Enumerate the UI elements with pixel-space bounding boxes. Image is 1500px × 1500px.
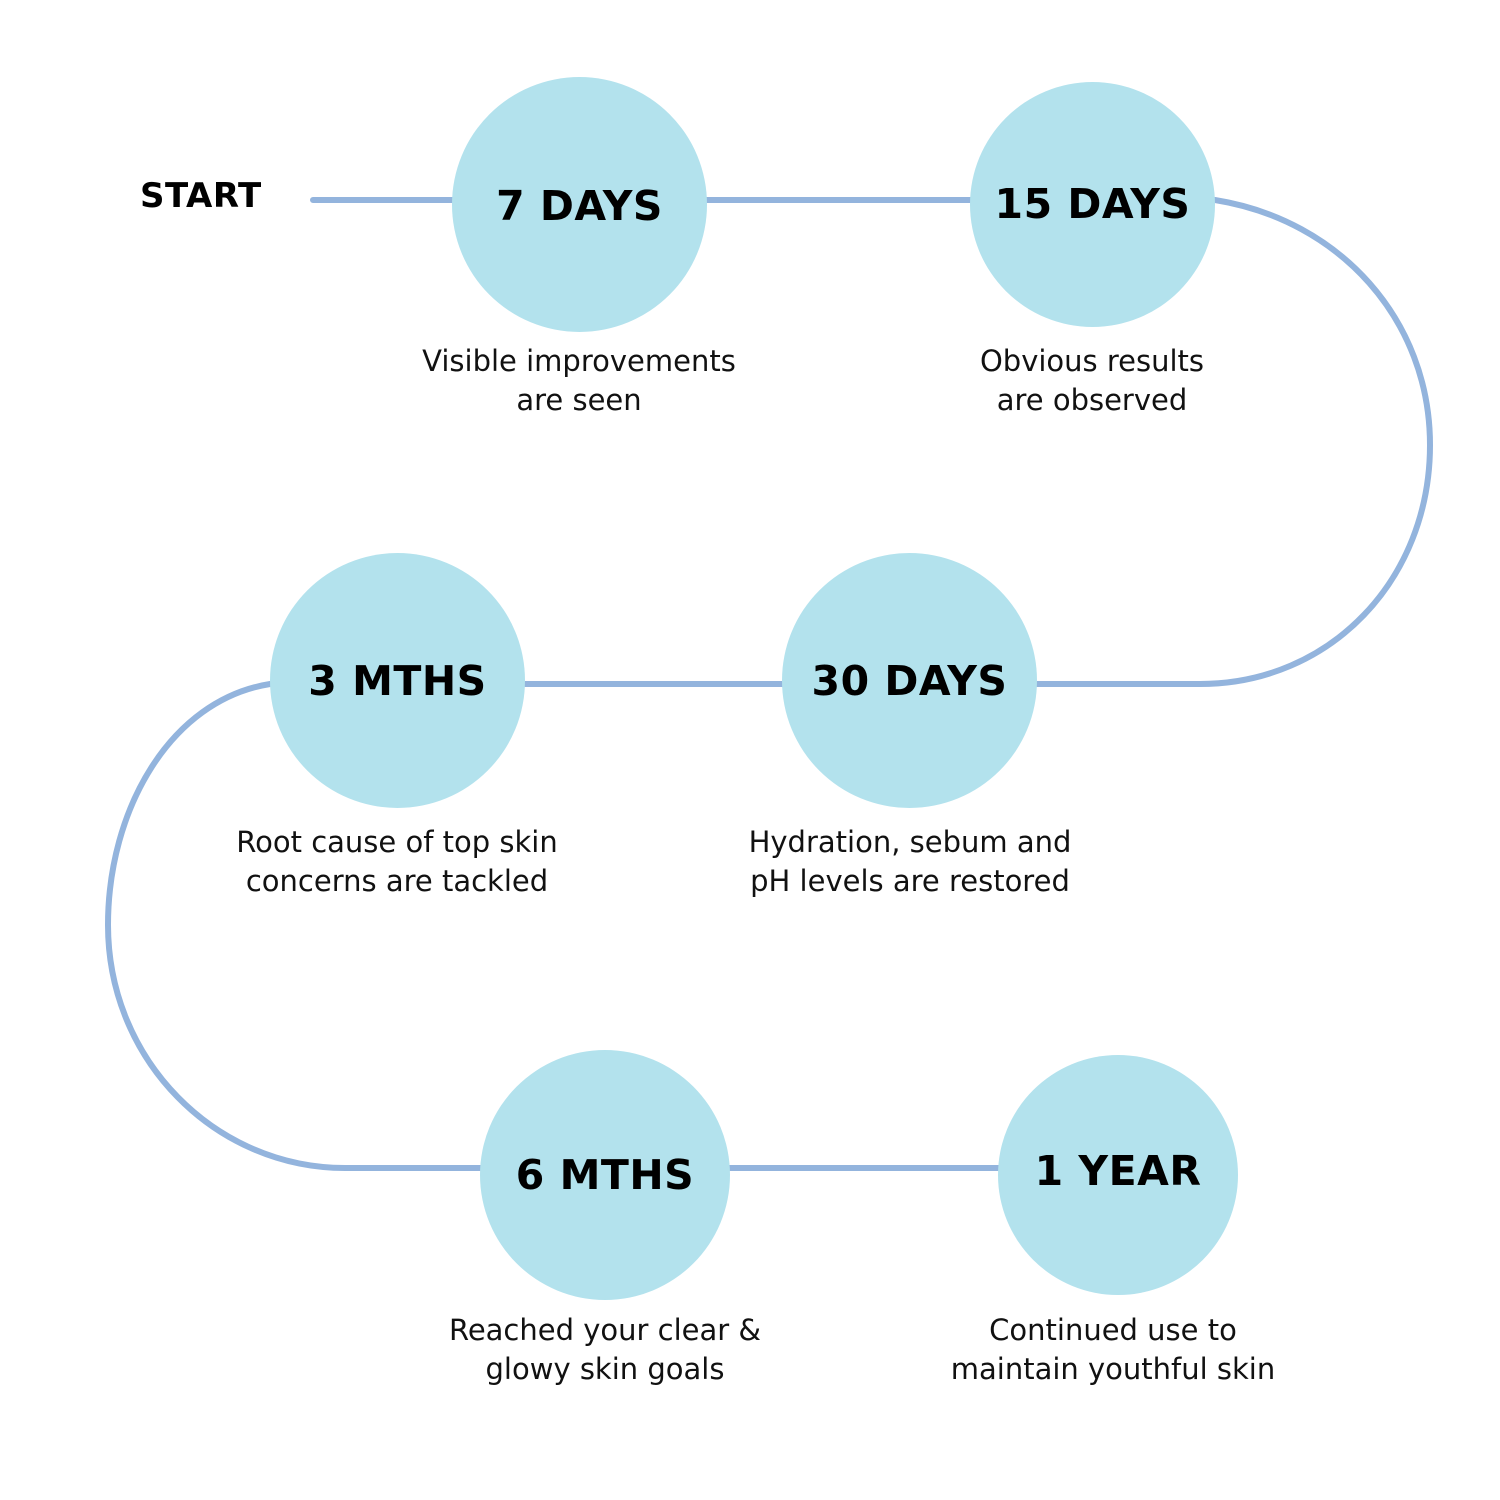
- timeline-line: [105, 197, 1433, 1171]
- caption-line: pH levels are restored: [750, 864, 1070, 898]
- milestone-caption: Hydration, sebum and pH levels are resto…: [690, 823, 1130, 901]
- caption-line: maintain youthful skin: [950, 1352, 1276, 1386]
- milestone-label: 1 YEAR: [1034, 1147, 1202, 1195]
- milestone-30-days: 30 DAYS: [782, 553, 1037, 808]
- caption-line: Obvious results: [979, 344, 1205, 378]
- milestone-caption: Root cause of top skin concerns are tack…: [177, 823, 617, 901]
- milestone-label: 7 DAYS: [496, 181, 663, 230]
- caption-line: Visible improvements: [422, 344, 736, 378]
- milestone-caption: Visible improvements are seen: [359, 342, 799, 420]
- milestone-15-days: 15 DAYS: [970, 82, 1215, 327]
- caption-line: Root cause of top skin: [236, 825, 558, 859]
- milestone-caption: Continued use to maintain youthful skin: [893, 1311, 1333, 1389]
- caption-line: Hydration, sebum and: [748, 825, 1072, 859]
- milestone-caption: Reached your clear & glowy skin goals: [385, 1311, 825, 1389]
- milestone-label: 6 MTHS: [515, 1151, 695, 1199]
- milestone-1-year: 1 YEAR: [998, 1055, 1238, 1295]
- milestone-label: 15 DAYS: [994, 179, 1191, 228]
- caption-line: Continued use to: [989, 1313, 1237, 1347]
- caption-line: glowy skin goals: [485, 1352, 725, 1386]
- milestone-3-mths: 3 MTHS: [270, 553, 525, 808]
- caption-line: are observed: [996, 383, 1188, 417]
- milestone-7-days: 7 DAYS: [452, 77, 707, 332]
- milestone-label: 3 MTHS: [308, 656, 487, 705]
- milestone-caption: Obvious results are observed: [872, 342, 1312, 420]
- caption-line: are seen: [516, 383, 642, 417]
- milestone-label: 30 DAYS: [811, 656, 1008, 705]
- caption-line: Reached your clear &: [448, 1313, 762, 1347]
- caption-line: concerns are tackled: [245, 864, 549, 898]
- milestone-6-mths: 6 MTHS: [480, 1050, 730, 1300]
- start-label: START: [140, 176, 262, 216]
